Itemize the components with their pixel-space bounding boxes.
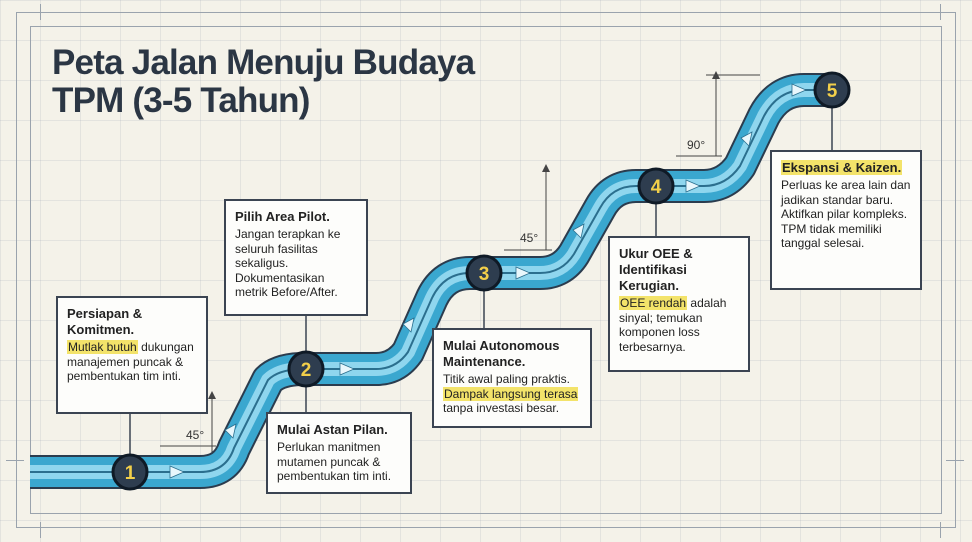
step-3-body-before: Titik awal paling praktis. — [443, 372, 570, 386]
angle-guides — [160, 74, 760, 456]
milestone-node-3: 3 — [465, 254, 503, 292]
angle-label-3: 90° — [687, 138, 706, 152]
milestone-number-1: 1 — [125, 463, 136, 484]
step-4-highlight: OEE rendah — [619, 296, 688, 310]
road-arrow — [169, 465, 186, 479]
angle-label-1: 45° — [186, 428, 205, 442]
step-1-title: Persiapan & Komitmen. — [67, 306, 143, 337]
extra-step-box: Mulai Astan Pilan. Perlukan manitmen mut… — [266, 412, 412, 494]
frame-tick — [946, 460, 964, 461]
milestone-number-5: 5 — [827, 81, 838, 102]
step-box-5: Ekspansi & Kaizen. Perluas ke area lain … — [770, 150, 922, 290]
inner-frame — [30, 26, 942, 514]
angle-label-2: 45° — [520, 231, 539, 245]
step-1-highlight: Mutlak butuh — [67, 340, 138, 354]
step-3-body: Titik awal paling praktis.Dampak langsun… — [443, 372, 581, 416]
milestone-node-1: 1 — [111, 453, 149, 491]
step-box-4: Ukur OEE & Identifikasi Kerugian. OEE re… — [608, 236, 750, 372]
step-3-highlight: Dampak langsung terasa — [443, 386, 579, 401]
road-arrow — [685, 179, 702, 193]
guide-arrow — [208, 391, 216, 399]
road-arrow — [339, 362, 356, 376]
extra-box-title: Mulai Astan Pilan. — [277, 422, 388, 437]
step-4-body-text: adalah sinyal; temukan komponen loss ter… — [619, 296, 727, 354]
step-1-body: Mutlak butuh dukungan manajemen puncak &… — [67, 340, 197, 384]
milestone-node-5: 5 — [813, 71, 851, 109]
guide-arrow — [542, 164, 550, 172]
milestone-number-2: 2 — [301, 360, 312, 381]
step-box-3: Mulai Autonomous Maintenance. Titik awal… — [432, 328, 592, 428]
page-title: Peta Jalan Menuju Budaya TPM (3-5 Tahun) — [52, 43, 475, 120]
road-arrow — [402, 317, 415, 333]
extra-box-body: Perlukan manitmen mutamen puncak & pembe… — [277, 440, 392, 483]
frame-tick — [40, 4, 41, 20]
milestone-number-3: 3 — [479, 264, 490, 285]
frame-tick — [6, 460, 24, 461]
road-arrow — [572, 223, 585, 239]
step-3-title: Mulai Autonomous Maintenance. — [443, 338, 560, 369]
road-arrow — [515, 266, 532, 280]
frame-tick — [940, 522, 941, 538]
step-3-body-after: tanpa investasi besar. — [443, 401, 560, 415]
milestone-node-2: 2 — [287, 350, 325, 388]
step-4-body: OEE rendah adalah sinyal; temukan kompon… — [619, 296, 739, 354]
road-centerline — [30, 89, 834, 473]
step-1-body-text: dukungan manajemen puncak & pembentukan … — [67, 340, 194, 383]
guide-arrows — [208, 71, 720, 399]
milestone-node-4: 4 — [637, 167, 675, 205]
step-5-title-text: Ekspansi & Kaizen. — [781, 160, 903, 175]
road-arrow — [224, 423, 237, 439]
step-4-title: Ukur OEE & Identifikasi Kerugian. — [619, 246, 693, 293]
milestone-number-4: 4 — [651, 177, 662, 198]
outer-frame — [16, 12, 956, 528]
road-arrows — [169, 83, 808, 479]
frame-tick — [940, 4, 941, 20]
road-arrow — [791, 83, 808, 97]
step-box-2: Pilih Area Pilot. Jangan terapkan ke sel… — [224, 199, 368, 316]
step-box-1: Persiapan & Komitmen. Mutlak butuh dukun… — [56, 296, 208, 414]
frame-tick — [40, 522, 41, 538]
step-5-body: Perluas ke area lain dan jadikan standar… — [781, 178, 911, 250]
step-2-body: Jangan terapkan ke seluruh fasilitas sek… — [235, 227, 341, 299]
title-line-2: TPM (3-5 Tahun) — [52, 81, 310, 120]
guide-arrow — [712, 71, 720, 79]
step-2-title: Pilih Area Pilot. — [235, 209, 330, 224]
step-5-title: Ekspansi & Kaizen. — [781, 160, 911, 176]
road-arrow — [740, 131, 753, 147]
title-line-1: Peta Jalan Menuju Budaya — [52, 43, 475, 82]
